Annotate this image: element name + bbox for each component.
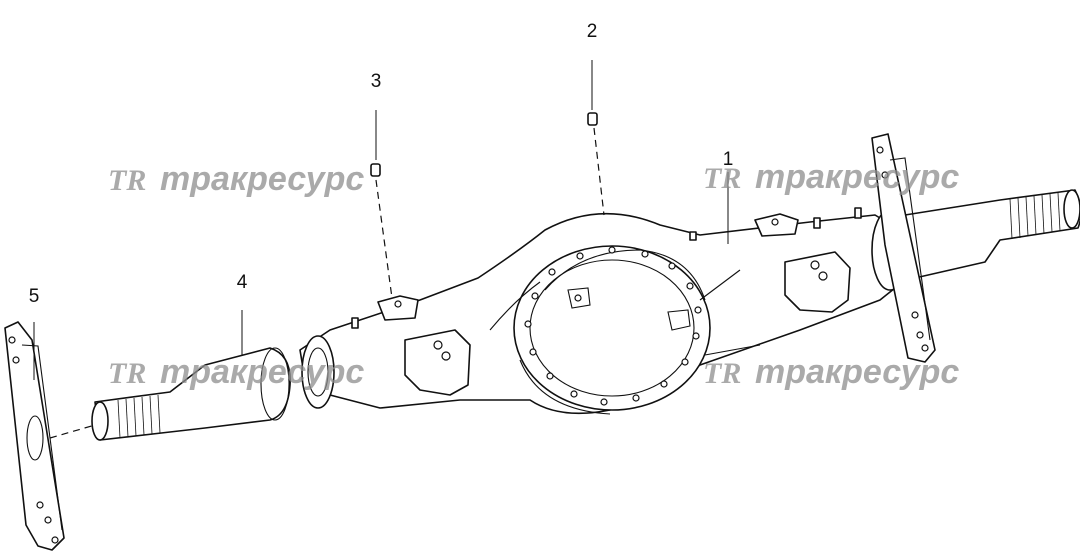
plug-part-2: [587, 60, 605, 216]
right-flange-plate: [871, 133, 936, 363]
watermark-bottom-left: TR тракресурс: [108, 353, 364, 391]
callout-1: 1: [723, 149, 734, 170]
watermark-top-left: TR тракресурс: [108, 160, 364, 198]
callout-5: 5: [29, 286, 40, 307]
left-axle-shaft-part-4: [91, 310, 291, 441]
watermark-brand: тракресурс: [160, 353, 364, 391]
watermark-brand: тракресурс: [755, 158, 959, 196]
watermark-logo: TR: [108, 164, 146, 197]
watermark-logo: TR: [703, 162, 741, 195]
plug-part-3: [370, 110, 393, 299]
right-axle-shaft: [904, 189, 1080, 279]
callout-3: 3: [371, 71, 382, 92]
watermark-logo: TR: [108, 357, 146, 390]
watermark-logo: TR: [703, 357, 741, 390]
left-flange-plate-part-5: [4, 321, 96, 551]
callout-4: 4: [237, 272, 248, 293]
watermark-top-right: TR тракресурс: [703, 158, 959, 196]
axle-housing: [299, 207, 909, 415]
watermark-brand: тракресурс: [755, 353, 959, 391]
watermark-brand: тракресурс: [160, 160, 364, 198]
callout-2: 2: [587, 21, 598, 42]
watermark-bottom-right: TR тракресурс: [703, 353, 959, 391]
